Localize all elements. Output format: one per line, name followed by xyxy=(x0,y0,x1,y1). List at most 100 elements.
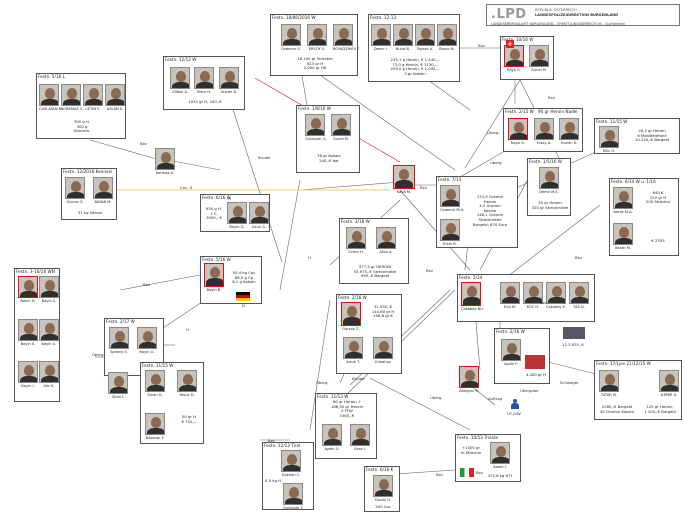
link-label: Auftrag xyxy=(488,396,503,401)
group-box-g8: Festn. 1/8/16 W Gurbuzer G. Gunel M. 78 … xyxy=(296,105,360,173)
person-card: Gunel M. xyxy=(529,45,549,72)
person-name: CETIN E. xyxy=(85,107,101,111)
person-photo xyxy=(539,167,559,189)
person-card-akkoyun: Akkoyun R. xyxy=(459,366,479,393)
link-label: Überg. xyxy=(92,352,105,357)
person-name: KORKMAZ C. xyxy=(61,107,84,111)
person-name: Cakabey Nu. xyxy=(461,307,484,311)
person-name: Aydin O. xyxy=(324,447,340,451)
group-box-g4: Festn. 12-13 Demir I. Bulut B. Toprak A.… xyxy=(368,14,460,82)
group-title: Festn. 5/14 xyxy=(459,275,483,280)
person-photo xyxy=(613,187,633,209)
group-title: Festn. 2/16 W xyxy=(338,295,367,300)
group-box-g25: Festn. 10/13 Trieste +1000 gr m.Streckm … xyxy=(455,434,521,482)
person-photo xyxy=(83,84,103,106)
group-box-g22: Festn. 17/Ljov 21/12/15 W TATAR M. DEMIR… xyxy=(594,360,682,420)
person-photo xyxy=(529,45,549,67)
person-photo xyxy=(373,475,393,497)
person-photo xyxy=(194,67,214,89)
money-image xyxy=(563,327,585,339)
group-box-g13: Festn. 6/14 W u. 1/16 Barak M.A. Barak M… xyxy=(609,178,679,256)
person-name: Bayin G. xyxy=(139,350,155,354)
person-photo xyxy=(500,282,520,304)
person-card: Tokur H. xyxy=(194,67,214,94)
person-photo xyxy=(39,361,59,383)
person-photo xyxy=(599,370,619,392)
person-card: Alic K. xyxy=(39,361,59,388)
person-card: Demir I. xyxy=(371,24,391,51)
person-card: Barak M.A. xyxy=(613,187,633,214)
seizure-note: +1000 gr m.Streckm xyxy=(460,445,482,455)
person-photo xyxy=(534,118,554,140)
group-box-g17: Festn. 5/14 Cakabey Nu. Erol M. KOC H. C… xyxy=(457,274,595,322)
seizure-note: 1035 gr H, 340,-€ xyxy=(188,99,222,104)
person-photo xyxy=(108,372,128,394)
person-card: Asseli I. xyxy=(490,442,510,469)
person-photo xyxy=(39,84,59,106)
person-photo xyxy=(39,276,59,298)
person-photo xyxy=(393,165,415,189)
person-photo xyxy=(376,227,396,249)
person-name: Bayin H. xyxy=(20,299,36,303)
person-name: Ertoshaz xyxy=(375,360,391,364)
link-label: Überg. xyxy=(430,395,443,400)
person-name: TAS N. xyxy=(573,305,585,309)
person-name: Bayin G. xyxy=(229,225,245,229)
link-label: Bez xyxy=(540,300,547,305)
person-card: Cirikci H. xyxy=(346,227,366,254)
seizure-note: 50,4 kg Coc 66,5 g Cp 8,1 g Kokain xyxy=(232,270,256,285)
person-card: Bayin S. xyxy=(18,319,38,346)
person-name: Okdu I. xyxy=(111,395,125,399)
group-title: Festn. 6/14 W u. 1/16 xyxy=(611,179,656,184)
person-name: Demir M.E. xyxy=(539,190,559,194)
germany-flag-icon xyxy=(236,292,250,301)
seizure-note: 30 gr Heroin 320 gr Streckmittel xyxy=(531,200,569,210)
person-card: Gurbuzer F. xyxy=(283,483,303,510)
person-photo xyxy=(343,337,363,359)
person-photo xyxy=(177,370,197,392)
person-icon-label: UT-JVW xyxy=(507,411,521,416)
person-card: DEMIR A. xyxy=(659,370,679,397)
person-name: Ercan H. xyxy=(147,393,163,397)
person-name: Artuk T. xyxy=(346,360,360,364)
person-photo xyxy=(371,24,391,46)
person-name: ASLAN E. xyxy=(106,107,124,111)
person-photo xyxy=(461,282,481,306)
person-name: Aydin F. xyxy=(504,362,518,366)
person-name: CASLAYAN N. xyxy=(39,107,63,111)
link-label: Coc. H xyxy=(180,185,193,190)
person-card: Aydin O. xyxy=(322,424,342,451)
red-cross-icon: + xyxy=(506,40,514,48)
person-name: Basaran F. xyxy=(145,436,165,440)
person-photo xyxy=(373,337,393,359)
person-card: Bayin G. xyxy=(137,327,157,354)
person-card: Toprak A. xyxy=(415,24,435,51)
person-photo xyxy=(559,118,579,140)
group-title: Festn. 1/8/16 W xyxy=(298,106,331,111)
link-label: Bez xyxy=(426,268,433,273)
person-card: Okdu I. xyxy=(108,372,128,399)
seizure-note: 300 g H. 300 g Streckm. xyxy=(73,119,91,134)
person-name: Bayin B. xyxy=(206,288,222,292)
person-photo xyxy=(305,114,325,136)
person-card: Kaya G. xyxy=(504,45,524,72)
person-name: Kaya M. xyxy=(396,190,412,194)
seizure-note: 950 g H, 1 C, 3000,- € xyxy=(205,206,223,221)
seizure-note: 50 gr H € 720,-- xyxy=(181,414,197,424)
person-card: TATAR M. xyxy=(599,370,619,397)
person-card: Ersin B. xyxy=(440,219,460,246)
person-card: Ercan H. xyxy=(145,370,165,397)
person-card: Kilic O. xyxy=(599,126,619,153)
group-title: Festn. 18/06/2016 W xyxy=(272,15,316,20)
person-name: ERSOY S. xyxy=(308,47,326,51)
person-name: DEMIR A. xyxy=(660,393,678,397)
seizure-note: 31.550,-€ 140,60 gr H 158,8 gr K xyxy=(371,304,395,319)
seizure-note: 640 € 120 gr H 200 Streckm xyxy=(645,190,671,205)
link-label: Bruder xyxy=(352,376,365,381)
person-photo xyxy=(39,319,59,341)
group-title: Festn. 5/16 L xyxy=(38,74,65,79)
person-card: Sprieck E. xyxy=(109,327,129,354)
person-card: Gulcan S. xyxy=(65,177,85,204)
group-box-g19: Festn. 11/15 W Ercan H. Yavuz D. Basaran… xyxy=(140,362,204,444)
person-photo xyxy=(18,319,38,341)
